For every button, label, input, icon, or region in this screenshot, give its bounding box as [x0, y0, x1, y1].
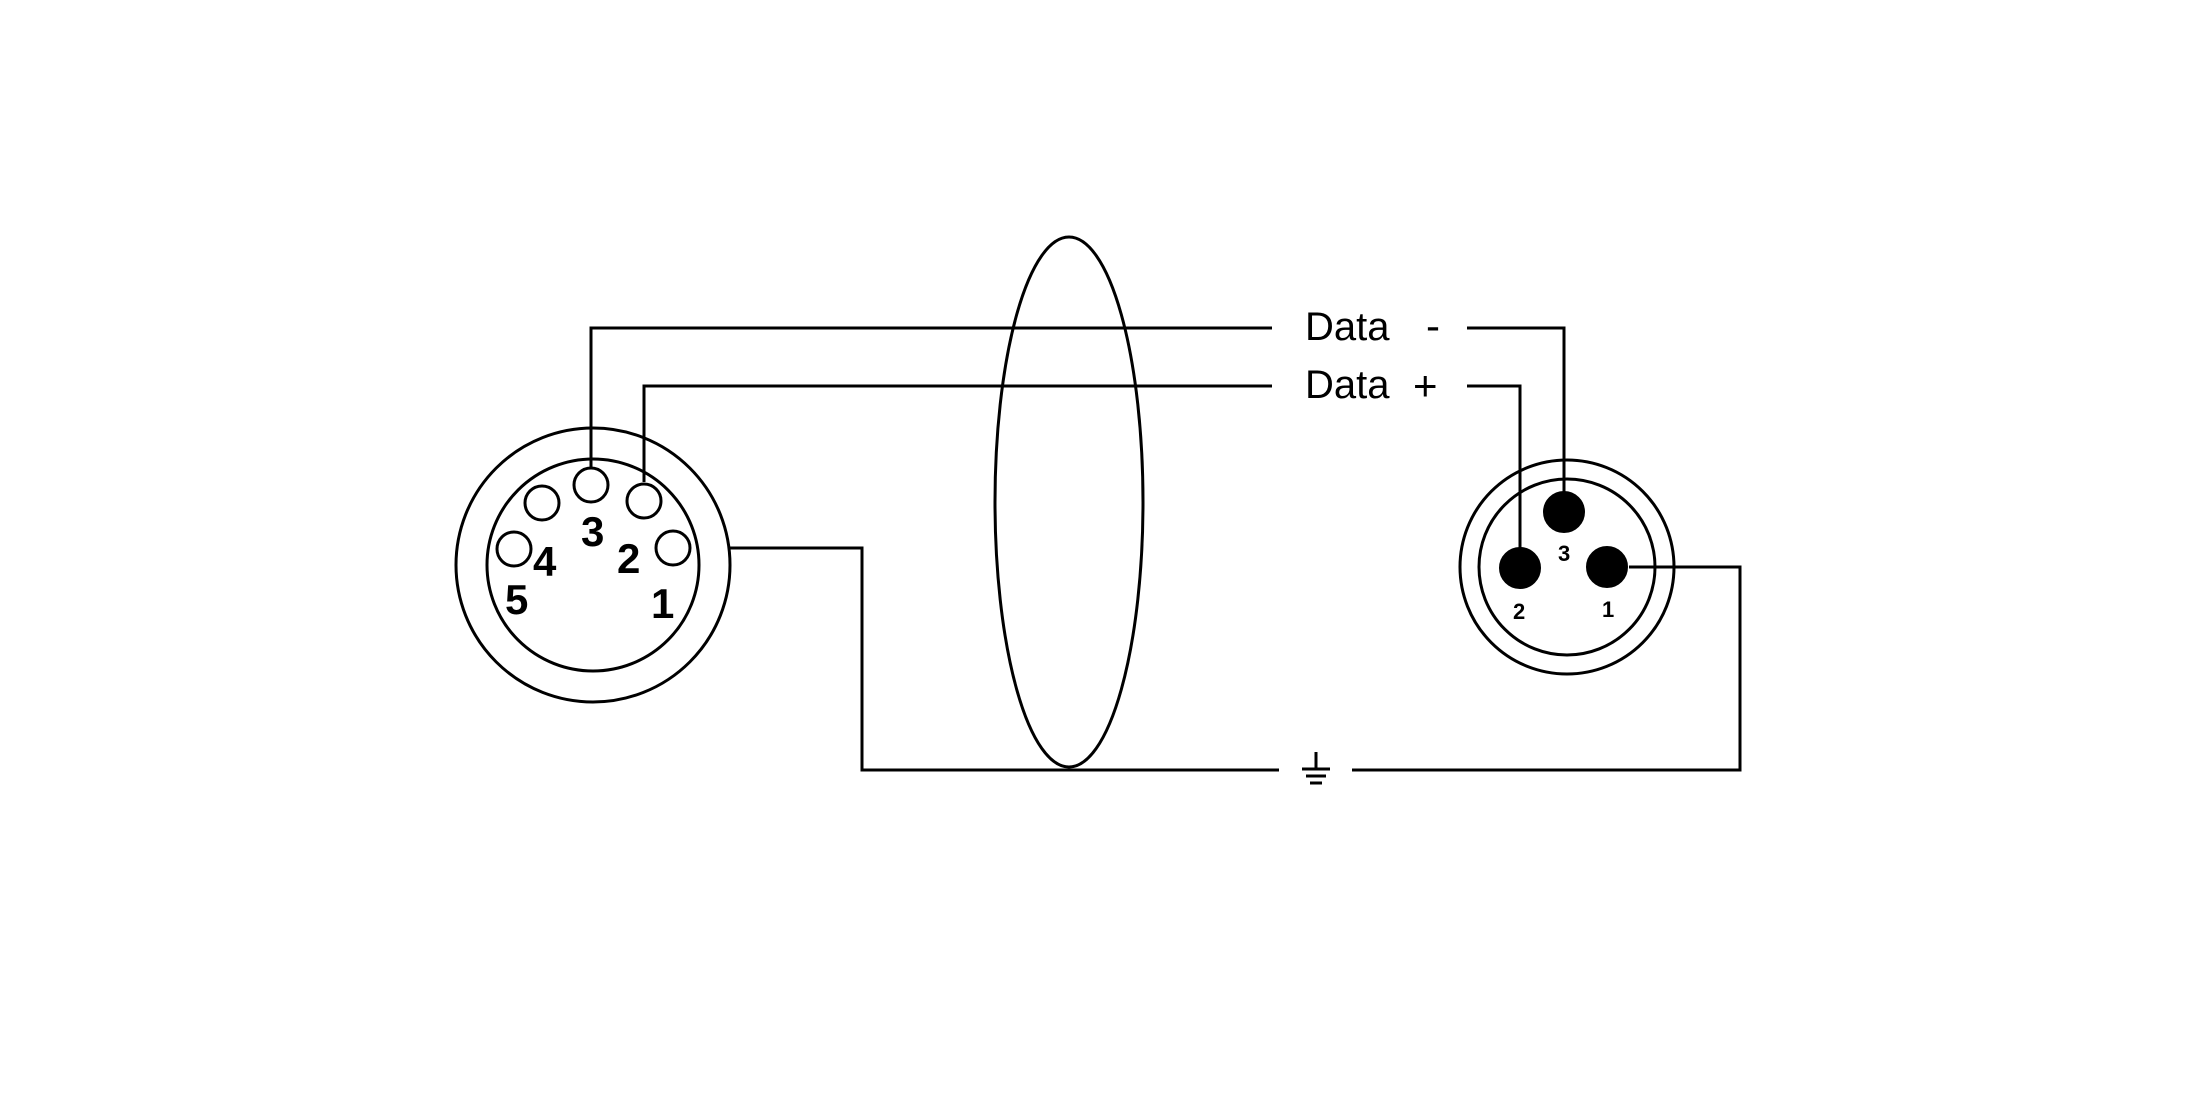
xlr-pin-3 — [1543, 491, 1585, 533]
wire-ground-din-side — [728, 546, 1279, 772]
din-pin-label-3: 3 — [581, 508, 604, 555]
cable-shield — [993, 235, 1145, 769]
wire-data-plus-xlr-side — [1467, 384, 1522, 553]
xlr-pin-label-2: 2 — [1513, 599, 1525, 624]
wire-data-minus-din-side — [589, 326, 1272, 468]
din-pin-2 — [625, 482, 663, 520]
data-plus-label: Data — [1305, 363, 1390, 407]
xlr-connector-inner-ring — [1477, 477, 1657, 657]
din-pin-label-1: 1 — [651, 580, 674, 627]
din-pin-label-4: 4 — [533, 538, 557, 585]
data-minus-label: Data — [1305, 305, 1390, 349]
data-minus-sign: - — [1426, 302, 1440, 349]
wire-ground-xlr-side — [1352, 565, 1742, 772]
din-connector-outer-ring — [454, 426, 732, 704]
din-pin-1 — [654, 529, 692, 567]
xlr-pin-1 — [1586, 546, 1628, 588]
xlr-pin-label-1: 1 — [1602, 597, 1614, 622]
wire-data-minus-xlr-side — [1467, 326, 1566, 492]
din-pin-5 — [495, 530, 533, 568]
din-pin-label-5: 5 — [505, 576, 528, 623]
din-pin-label-2: 2 — [617, 535, 640, 582]
data-plus-sign: + — [1413, 362, 1438, 409]
ground-icon — [1302, 752, 1330, 785]
xlr-pin-label-3: 3 — [1558, 541, 1570, 566]
din-pin-3 — [572, 466, 610, 504]
din-connector-inner-ring — [485, 457, 701, 673]
wire-data-plus-din-side — [642, 384, 1272, 482]
din-pin-4 — [523, 484, 561, 522]
xlr-connector: 1 2 3 — [1458, 458, 1676, 676]
xlr-pin-2 — [1499, 547, 1541, 589]
xlr-connector-outer-ring — [1458, 458, 1676, 676]
din-connector: 1 2 3 4 5 — [454, 426, 732, 704]
